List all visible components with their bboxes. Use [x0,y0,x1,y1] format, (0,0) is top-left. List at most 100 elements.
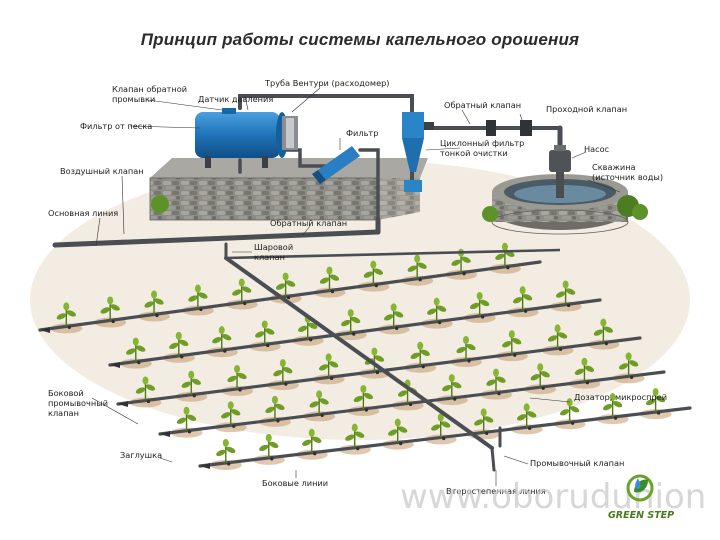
plant-icon [144,290,164,315]
secondary-line [224,256,502,472]
plant-icon [517,403,537,428]
dripper-icon [313,452,317,456]
screen-filter [312,146,360,184]
plant-icon [410,341,430,366]
dripper-icon [506,266,510,270]
dripper-icon [374,284,378,288]
label-well-2: (источник воды) [592,172,663,182]
plant-icon [456,336,476,360]
dripper-icon [399,441,403,446]
plant-icon [273,359,293,384]
label-pressure-sensor: Датчик давления [198,94,273,104]
plant-icon [574,357,595,382]
dripper-icon [330,290,335,294]
label-side-flush-valve: Боковой [48,388,84,398]
dripper-icon [266,343,270,348]
green-step-logo: GREEN STEP [608,474,674,521]
dripper-icon [438,321,442,325]
leader-lines [91,87,621,486]
dripper-icon [284,382,288,386]
label-pump: Насос [584,144,609,154]
dripper-icon [309,338,313,342]
dripper-icon [238,388,242,392]
dripper-icon [227,462,231,466]
dripper-icon [187,430,192,434]
dripper-icon [567,303,571,308]
plug-icon [110,362,120,368]
plant-icon [363,260,383,285]
logo-leaf-icon [634,479,648,493]
dripper-icon [137,360,141,365]
label-ball-valve: Шаровой [254,242,293,252]
dripper-icon [481,315,485,319]
dripper-icon [528,426,532,430]
plant-icon [255,320,275,345]
label-check-valve-top: Обратный клапан [444,100,521,110]
bushes [151,195,648,222]
side-line [116,336,642,406]
plant-icon [388,418,408,443]
dripper-icon [192,394,196,398]
stone-platform [149,158,428,221]
plug-icon [200,463,210,469]
plant-icon [227,364,247,389]
side-line [108,298,602,367]
plant-icon [469,291,490,316]
plant-icon [345,423,365,448]
label-pass-valve: Проходной клапан [546,104,627,114]
plant-icon [559,398,580,423]
plant-icon [259,433,279,458]
dripper-icon [180,355,184,359]
plant-icon [474,408,494,433]
label-filter: Фильтр [346,128,378,138]
dripper-icon [352,332,356,336]
side-line [225,248,561,260]
dripper-icon [270,457,274,461]
ground [30,160,690,440]
side-line [38,260,542,332]
dripper-icon [146,399,151,404]
sand-filter-tank [195,108,298,168]
main-line [52,217,381,260]
logo-text: GREEN STEP [608,510,674,521]
dripper-icon [421,365,425,369]
plant-icon [265,395,285,420]
logo-drop-icon [635,478,641,489]
plug-icon [40,327,50,333]
label-flush-valve: Промывочный клапан [530,458,624,468]
plant-icon [100,296,120,321]
dripper-icon [467,359,471,363]
plant-icon [181,370,201,395]
dripper-icon [155,313,159,318]
dripper-icon [453,397,457,401]
plant-icon [169,331,189,356]
dripper-icon [558,347,563,352]
side-line [198,406,692,468]
plant-icon [135,376,156,401]
dripper-icon [657,411,661,415]
dripper-icon [276,419,280,423]
plant-icon [555,280,576,305]
dripper-icon [408,402,413,407]
dripper-icon [485,431,489,436]
dripper-icon [320,413,324,418]
plant-icon [319,266,340,291]
dripper-icon [223,349,227,353]
label-side-flush-valve-3: клапан [48,408,79,418]
dripper-icon [571,421,575,425]
plant-icon [407,254,427,279]
plant-icon [486,368,506,393]
label-air-valve: Воздушный клапан [60,166,144,176]
dripper-icon [330,376,334,380]
dripper-icon [614,416,618,420]
label-venturi: Труба Вентури (расходомер) [264,78,390,88]
labels: Клапан обратной промывки Датчик давления… [48,78,667,496]
cyclone-filter [402,112,434,192]
plant-icon [353,384,374,409]
label-sand-filter: Фильтр от песка [80,121,152,131]
logo-ring-icon [626,474,654,502]
plug-icon [118,401,128,407]
label-side-flush-valve-2: промывочный [48,398,108,408]
dripper-icon [513,353,517,357]
label-backwash-valve-2: промывки [112,94,155,104]
